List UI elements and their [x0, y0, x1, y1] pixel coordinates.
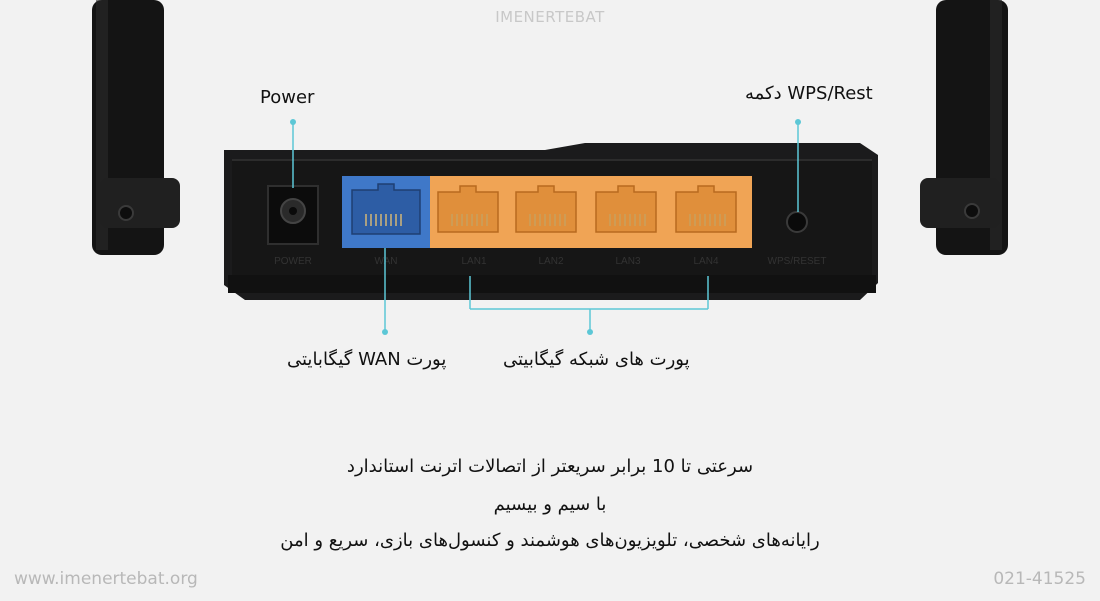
lan-port-1: [437, 185, 499, 233]
lan-ports: [430, 176, 752, 248]
footer-website: www.imenertebat.org: [14, 569, 198, 589]
lan-port-4: [675, 185, 737, 233]
lan-port-2: [515, 185, 577, 233]
right-antenna: [920, 0, 1008, 255]
panel-label-lan2: LAN2: [538, 256, 563, 267]
panel-label-wan: WAN: [375, 256, 398, 267]
power-callout-label: Power: [260, 87, 315, 108]
panel-label-lan1: LAN1: [461, 256, 486, 267]
description-line-1: سرعتی تا 10 برابر سریعتر از اتصالات اترن…: [346, 456, 754, 477]
lan-port-3: [595, 185, 657, 233]
wps-callout-line: [795, 119, 801, 212]
footer-phone: 021-41525: [993, 569, 1086, 589]
description-line-3: رایانه‌های شخصی، تلویزیون‌های هوشمند و ک…: [280, 530, 820, 551]
left-antenna: [92, 0, 180, 255]
panel-label-lan3: LAN3: [615, 256, 640, 267]
wan-port: [342, 176, 430, 248]
power-jack: [267, 185, 319, 245]
top-watermark: IMENERTEBAT: [495, 8, 605, 26]
power-callout-line: [290, 119, 296, 188]
wps-reset-callout-label: دکمه WPS/Rest: [745, 83, 873, 104]
description-line-2: با سیم و بیسیم: [493, 494, 607, 515]
panel-label-lan4: LAN4: [693, 256, 718, 267]
wan-callout-line: [382, 248, 388, 335]
wps-reset-button: [786, 211, 808, 233]
panel-label-wps-reset: WPS/RESET: [768, 256, 827, 267]
panel-label-power: POWER: [274, 256, 312, 267]
lan-callout-line: [469, 276, 709, 335]
lan-callout-label: پورت های شبکه گیگابیتی: [503, 349, 690, 370]
wan-callout-label: پورت WAN گیگابایتی: [287, 349, 447, 370]
